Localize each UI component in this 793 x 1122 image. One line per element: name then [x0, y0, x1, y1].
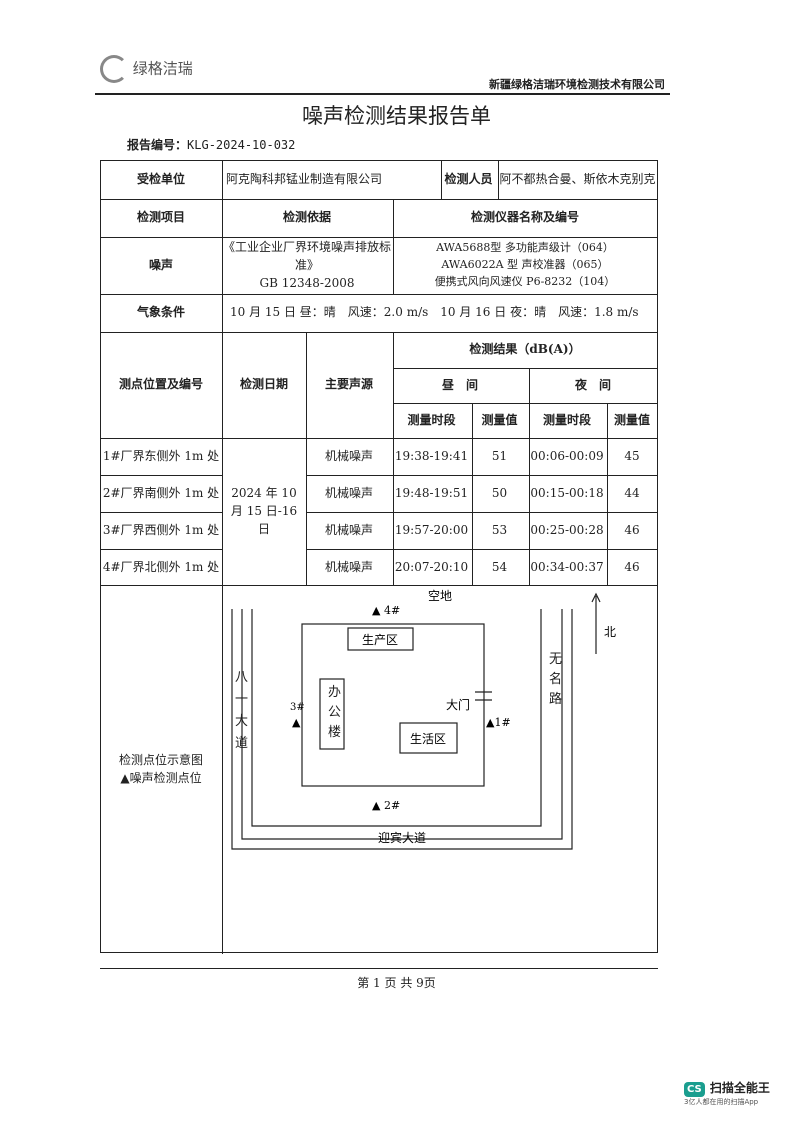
basis-label: 检测依据 [282, 210, 331, 224]
west-road-label: 八一大道 [235, 670, 249, 751]
page-number: 第 1 页 共 9页 [357, 976, 436, 990]
point-1: ▲1# [486, 716, 511, 729]
report-number: 报告编号：KLG-2024-10-032 [127, 138, 296, 152]
point-4: ▲ 4# [372, 604, 400, 617]
day-value-cell: 54 [491, 559, 508, 574]
source-cell: 机械噪声 [324, 485, 373, 500]
north-road-label: 空地 [428, 589, 452, 603]
day-time-cell: 19:57-20:00 [394, 522, 469, 537]
col-night-value: 测量值 [613, 412, 650, 427]
basis-value: 《工业企业厂界环境噪声排放标准》GB 12348-2008 [222, 239, 391, 290]
svg-text:▲: ▲ [292, 716, 301, 729]
unit-value: 阿克陶科邦锰业制造有限公司 [226, 172, 383, 186]
production-area: 生产区 [362, 633, 398, 647]
day-value-cell: 53 [491, 522, 508, 537]
col-night: 夜 间 [574, 377, 611, 392]
date-value: 2024 年 10 月 15 日-16 日 [230, 485, 298, 536]
night-value-cell: 45 [624, 448, 640, 463]
night-time-cell: 00:15-00:18 [530, 485, 604, 500]
point-cell: 3#厂界西侧外 1m 处 [102, 522, 220, 537]
point-cell: 1#厂界东侧外 1m 处 [102, 448, 220, 463]
result-table [100, 160, 658, 954]
col-point: 测点位置及编号 [118, 377, 203, 391]
night-value-cell: 46 [624, 559, 640, 574]
diagram-caption: 检测点位示意图▲噪声检测点位 [118, 753, 203, 785]
source-cell: 机械噪声 [324, 559, 373, 574]
weather-value: 10 月 15 日 昼：晴 风速：2.0 m/s 10 月 16 日 夜：晴 风… [230, 305, 639, 319]
day-time-cell: 19:38-19:41 [394, 448, 469, 463]
night-value-cell: 44 [624, 485, 640, 500]
day-value-cell: 51 [491, 448, 508, 463]
point-cell: 2#厂界南侧外 1m 处 [102, 485, 220, 500]
gate-label: 大门 [446, 697, 470, 712]
point-3: 3# [290, 702, 305, 713]
instrument-list: AWA5688型 多功能声级计（064）AWA6022A 型 声校准器（065）… [434, 241, 616, 288]
unit-label: 受检单位 [136, 172, 185, 186]
col-day-period: 测量时段 [407, 412, 456, 427]
point-2: ▲ 2# [372, 799, 400, 812]
night-value-cell: 46 [624, 522, 640, 537]
item-value: 噪声 [148, 257, 173, 272]
weather-label: 气象条件 [136, 305, 185, 319]
living-area: 生活区 [410, 732, 446, 746]
north-label: 北 [604, 625, 616, 639]
col-result: 检测结果（dB(A)） [469, 342, 581, 356]
logo: 绿格洁瑞 [100, 55, 193, 83]
page-title: 噪声检测结果报告单 [302, 104, 491, 128]
day-time-cell: 20:07-20:10 [394, 559, 469, 574]
night-time-cell: 00:06-00:09 [530, 448, 604, 463]
south-road-label: 迎宾大道 [378, 830, 426, 845]
instrument-label: 检测仪器名称及编号 [470, 210, 579, 224]
staff-label: 检测人员 [444, 172, 493, 186]
source-cell: 机械噪声 [324, 448, 373, 463]
night-time-cell: 00:34-00:37 [530, 559, 604, 574]
col-day: 昼 间 [441, 377, 478, 392]
col-day-value: 测量值 [481, 412, 518, 427]
office-building: 办公楼 [328, 685, 342, 740]
point-cell: 4#厂界北侧外 1m 处 [102, 559, 220, 574]
day-time-cell: 19:48-19:51 [394, 485, 469, 500]
night-time-cell: 00:25-00:28 [530, 522, 604, 537]
col-night-period: 测量时段 [542, 412, 591, 427]
staff-value: 阿不都热合曼、斯依木克别克 [499, 172, 656, 186]
east-road-label: 无名路 [549, 652, 563, 707]
item-label: 检测项目 [136, 210, 185, 224]
col-date: 检测日期 [239, 377, 288, 391]
source-cell: 机械噪声 [324, 522, 373, 537]
day-value-cell: 50 [491, 485, 508, 500]
company-name: 新疆绿格洁瑞环境检测技术有限公司 [489, 78, 665, 91]
col-source: 主要声源 [324, 377, 373, 391]
site-diagram: 空地 迎宾大道 生产区 生活区 大门 ▲1# ▲ 2# 3# ▲ ▲ 4# 北 [231, 589, 616, 850]
